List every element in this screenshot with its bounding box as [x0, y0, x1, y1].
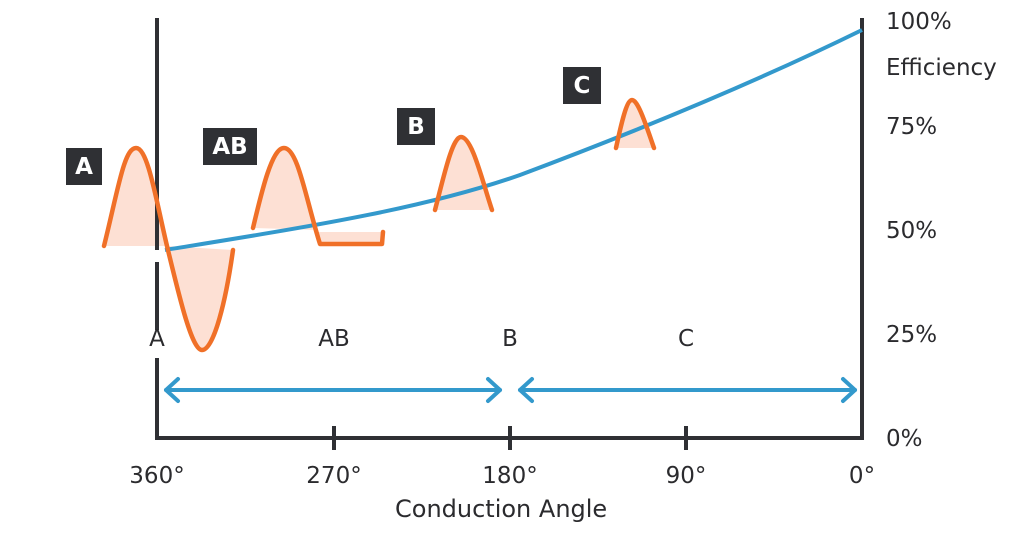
- class-label-ab: AB: [318, 326, 350, 352]
- badge-class-c: C: [563, 67, 601, 104]
- y-tick-0: 0%: [886, 426, 923, 452]
- x-tick-180: 180°: [482, 463, 538, 489]
- badge-class-a: A: [66, 148, 102, 185]
- waveform-class-c: [613, 97, 657, 151]
- x-tick-90: 90°: [665, 463, 707, 489]
- y-tick-75: 75%: [886, 114, 938, 140]
- x-tick-360: 360°: [129, 463, 185, 489]
- badge-class-b: B: [397, 108, 435, 145]
- arrowhead-left-1: [164, 377, 180, 403]
- y-tick-50: 50%: [886, 218, 938, 244]
- waveform-class-ab: [250, 145, 386, 247]
- arrowhead-left-2: [518, 377, 534, 403]
- range-arrows: [164, 377, 857, 403]
- waveform-class-b: [432, 134, 495, 213]
- y-axis-title: Efficiency: [886, 55, 997, 81]
- class-label-a: A: [149, 326, 165, 352]
- y-tick-25: 25%: [886, 322, 938, 348]
- waveform-class-a: [101, 145, 236, 353]
- waveforms: [101, 97, 657, 353]
- waveform-fills: [104, 100, 654, 350]
- y-tick-100: 100%: [886, 9, 952, 35]
- badge-class-ab: AB: [203, 128, 257, 165]
- x-tick-270: 270°: [306, 463, 362, 489]
- arrowhead-right-1: [486, 377, 502, 403]
- class-label-c: C: [677, 326, 695, 352]
- class-label-b: B: [502, 326, 518, 352]
- x-axis-title: Conduction Angle: [395, 495, 608, 523]
- arrowhead-right-2: [841, 377, 857, 403]
- x-tick-0: 0°: [848, 463, 876, 489]
- efficiency-curve: [164, 28, 863, 252]
